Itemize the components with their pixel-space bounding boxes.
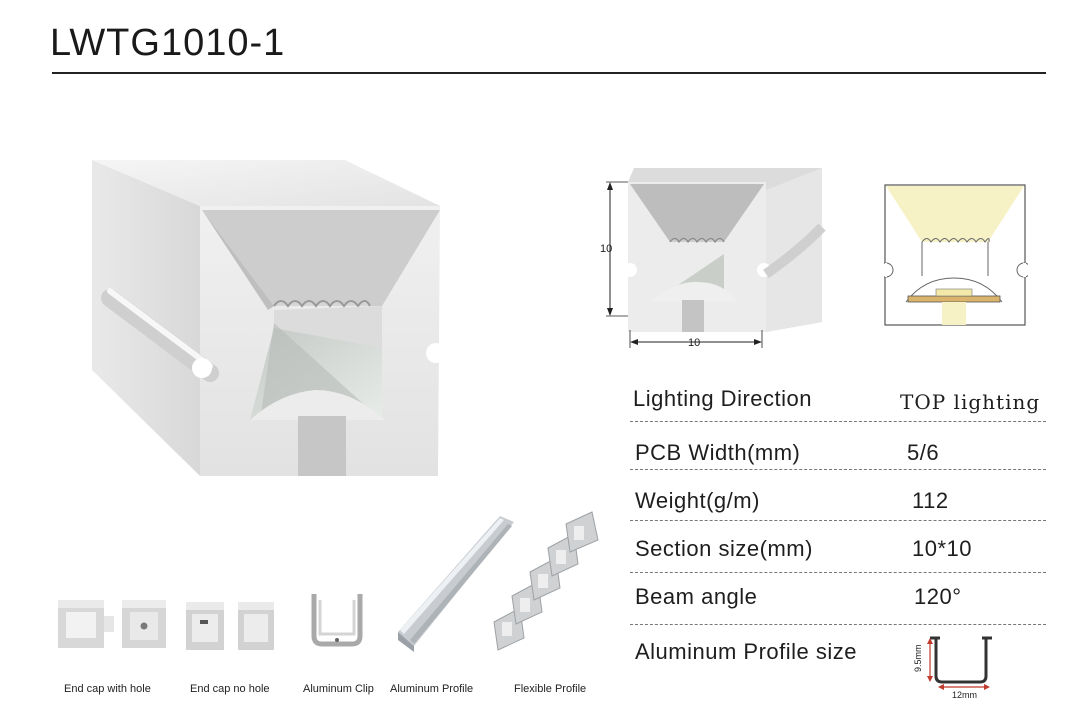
accessory-label-end-cap-no-hole: End cap no hole [190,683,270,695]
aluminum-height-dimension: 9.5mm [913,644,923,672]
spec-divider [630,520,1046,521]
spec-label-lighting-direction: Lighting Direction [633,386,812,411]
width-dimension: 10 [688,337,700,349]
aluminum-clip-image [311,594,363,647]
accessory-label-end-cap-with-hole: End cap with hole [64,683,151,695]
spec-label-pcb-width: PCB Width(mm) [635,440,801,465]
accessory-label-flexible-profile: Flexible Profile [514,683,587,695]
light-path-diagram [884,184,1028,326]
section-dimension-drawing: 10 10 [600,168,826,349]
flexible-profile-image [493,511,599,651]
spec-label-beam-angle: Beam angle [635,584,758,609]
page-title: LWTG1010-1 [50,22,286,64]
accessory-label-aluminum-clip: Aluminum Clip [303,683,374,695]
spec-value-pcb-width: 5/6 [907,440,940,465]
spec-label-weight: Weight(g/m) [635,488,760,513]
spec-divider [630,572,1046,573]
spec-divider [630,421,1046,422]
spec-value-beam-angle: 120° [914,584,962,609]
spec-value-weight: 112 [912,488,949,513]
spec-label-aluminum-profile-size: Aluminum Profile size [635,639,858,664]
end-cap-with-hole-image [58,600,166,648]
aluminum-profile-image [398,516,514,652]
spec-value-section-size: 10*10 [912,536,973,561]
spec-divider [630,469,1046,470]
product-3d-image [92,160,446,476]
accessory-label-aluminum-profile: Aluminum Profile [390,683,474,695]
spec-value-lighting-direction: TOP lighting [900,390,1041,414]
title-underline [52,72,1046,74]
spec-divider [630,624,1046,625]
aluminum-width-dimension: 12mm [952,690,977,700]
aluminum-profile-diagram: 9.5mm 12mm [913,636,992,700]
end-cap-no-hole-image [186,602,274,650]
spec-label-section-size: Section size(mm) [635,536,813,561]
height-dimension: 10 [600,243,612,255]
